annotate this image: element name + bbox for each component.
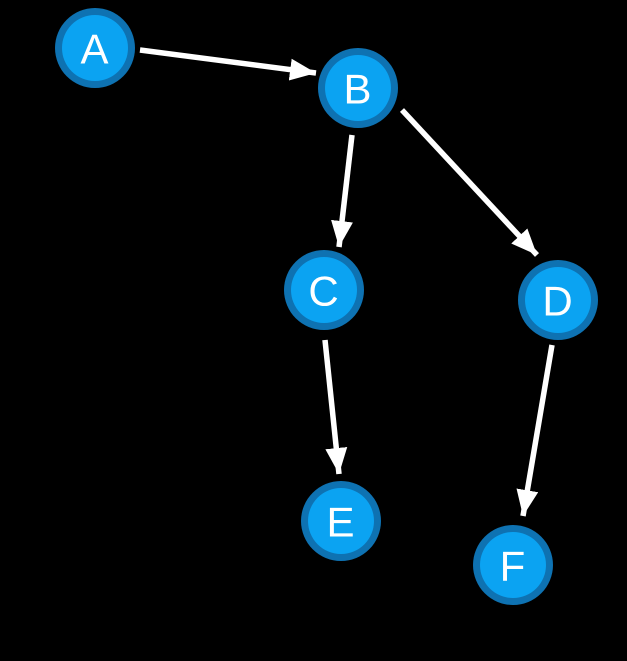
edge-b-d (399, 108, 540, 257)
node-label: C (308, 268, 339, 315)
node-f[interactable]: F (473, 525, 553, 605)
node-a[interactable]: A (55, 8, 135, 88)
edge-c-e (322, 339, 348, 475)
node-inner-circle (62, 15, 128, 81)
node-d[interactable]: D (518, 260, 598, 340)
node-label: E (326, 499, 355, 546)
node-inner-circle (480, 532, 546, 598)
node-label: B (343, 66, 372, 113)
node-b[interactable]: B (318, 48, 398, 128)
node-label: D (542, 278, 573, 325)
node-label: A (80, 26, 109, 73)
node-inner-circle (325, 55, 391, 121)
nodes-layer: A B C D E F (55, 8, 598, 605)
edge-a-b (139, 47, 317, 81)
node-e[interactable]: E (301, 481, 381, 561)
node-inner-circle (291, 257, 357, 323)
node-inner-circle (308, 488, 374, 554)
edges-layer (139, 47, 555, 517)
edge-b-c (331, 134, 355, 248)
edge-d-f (516, 344, 555, 517)
node-inner-circle (525, 267, 591, 333)
node-c[interactable]: C (284, 250, 364, 330)
node-label: F (500, 543, 527, 590)
